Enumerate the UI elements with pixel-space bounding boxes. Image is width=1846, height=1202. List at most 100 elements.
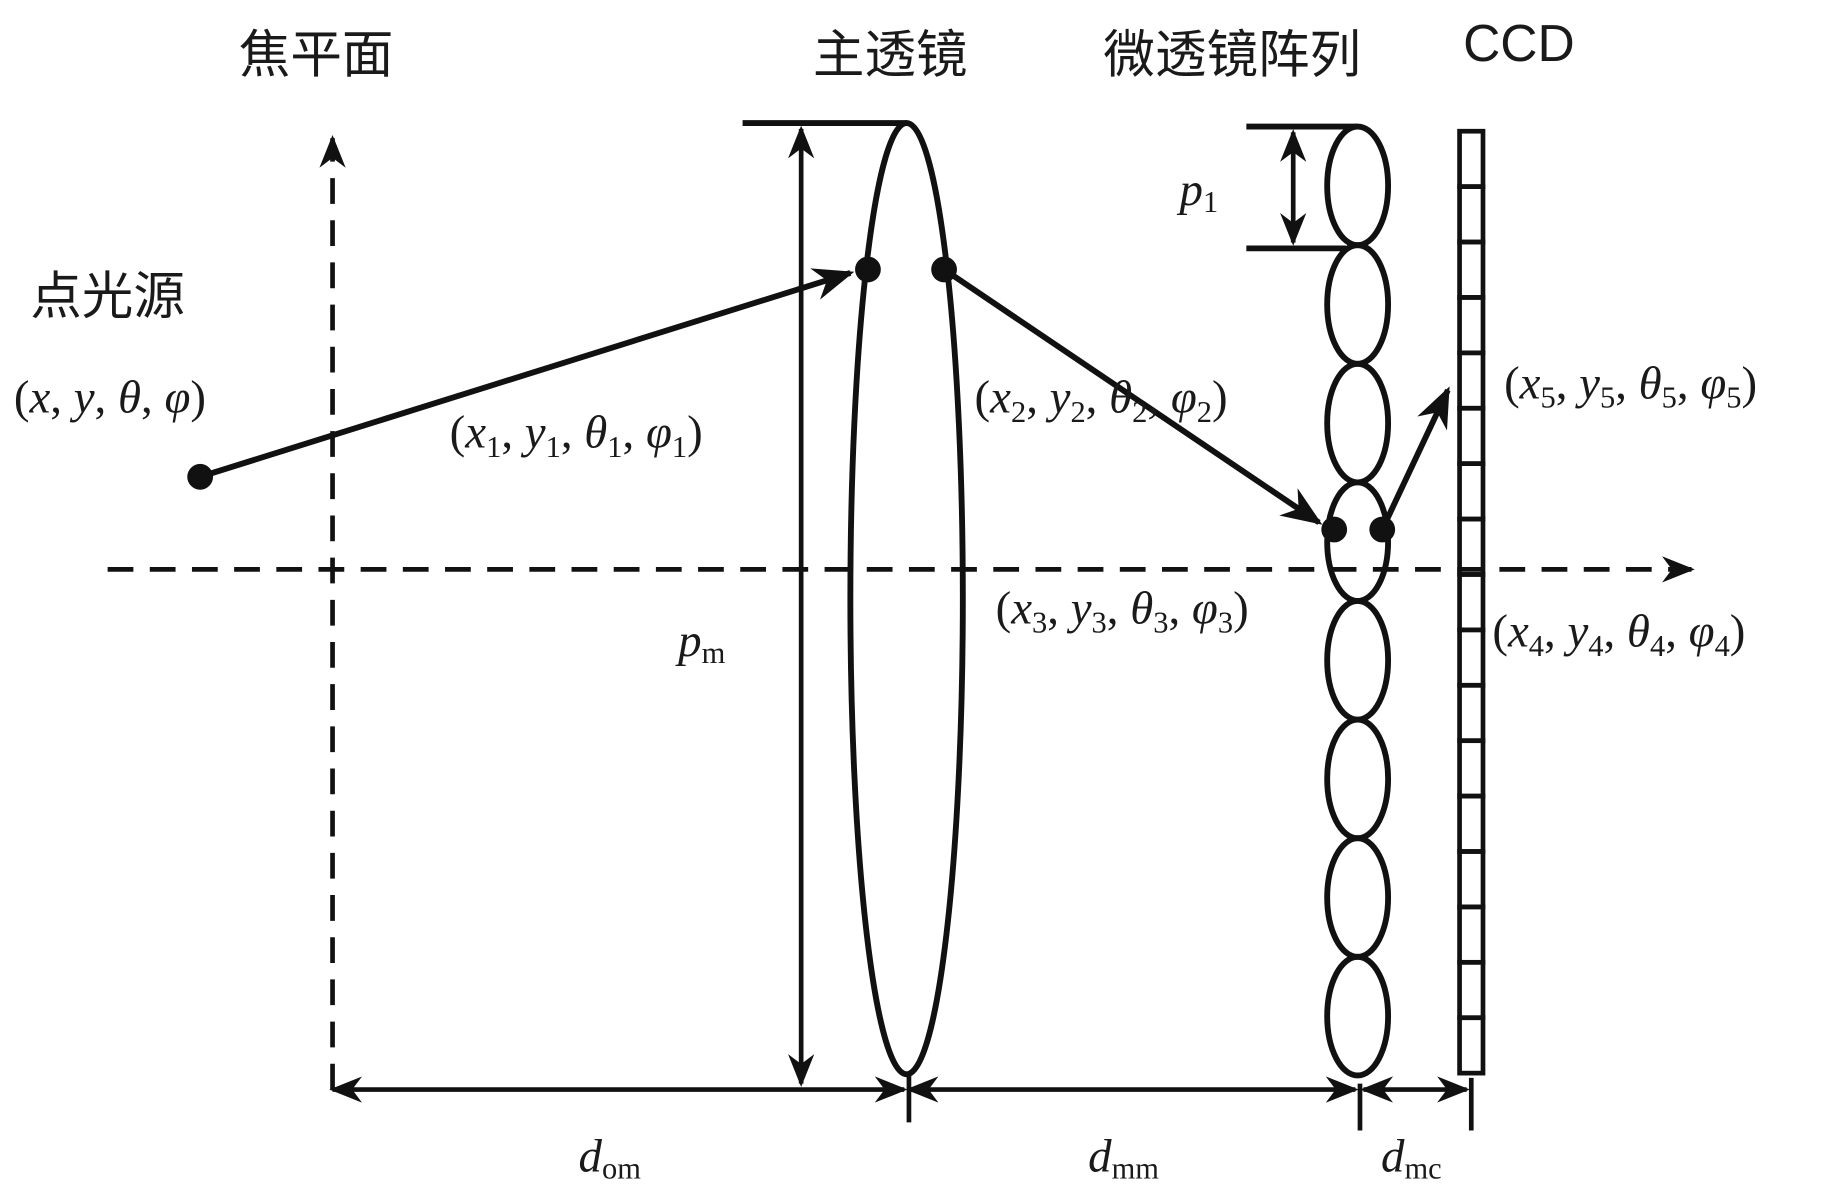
- coord-subscript: 1: [546, 430, 561, 464]
- coord-var: φ: [1700, 357, 1726, 409]
- microlens: [1324, 360, 1392, 486]
- coord-var: y: [521, 407, 546, 459]
- ray-source-to-lens: [199, 268, 855, 480]
- coord-var: y: [1563, 606, 1588, 658]
- coord-sep: ,: [1147, 371, 1170, 423]
- p1-sub: 1: [1203, 185, 1218, 219]
- paren-open: (: [996, 582, 1012, 634]
- dom-sub: om: [602, 1152, 641, 1186]
- microlens: [1324, 835, 1392, 960]
- point-source-dot: [187, 463, 214, 490]
- coord-var: θ: [1109, 371, 1132, 423]
- coord-sep: ,: [1026, 371, 1049, 423]
- dom-label: dom: [579, 1131, 642, 1186]
- coord-sep: ,: [561, 407, 584, 459]
- microlens: [1324, 953, 1392, 1079]
- coord-sep: ,: [1665, 606, 1688, 658]
- microlens-exit-dot: [1369, 516, 1396, 543]
- p1-base: p: [1177, 164, 1203, 216]
- coord-subscript: 1: [607, 430, 622, 464]
- coord-var: x: [28, 371, 50, 423]
- pm-base: p: [675, 615, 701, 667]
- coord-sep: ): [1212, 371, 1228, 423]
- microlens-array: [1324, 123, 1392, 1079]
- coord-var: x: [464, 407, 486, 459]
- coord-var: φ: [646, 407, 672, 459]
- coord-sep: ,: [141, 371, 164, 423]
- paren-open: (: [975, 371, 991, 423]
- microlens: [1324, 123, 1392, 249]
- coord-label-4: (x4, y4, θ4, φ4): [1492, 606, 1745, 663]
- coord-subscript: 5: [1600, 381, 1615, 415]
- coord-var: θ: [1627, 606, 1650, 658]
- coord-subscript: 4: [1529, 629, 1544, 663]
- microlens-entry-dot: [1321, 516, 1348, 543]
- coord-sep: ,: [1047, 582, 1070, 634]
- dmc-sub: mc: [1405, 1152, 1442, 1186]
- coord-var: φ: [1689, 606, 1715, 658]
- microlens: [1324, 242, 1392, 367]
- coord-var: x: [1507, 606, 1529, 658]
- coord-label-3: (x3, y3, θ3, φ3): [996, 582, 1249, 639]
- coord-sep: ,: [95, 371, 118, 423]
- coord-sep: ,: [1107, 582, 1130, 634]
- microlens: [1324, 716, 1392, 842]
- coord-label-5: (x5, y5, θ5, φ5): [1504, 357, 1757, 414]
- coord-var: y: [1575, 357, 1600, 409]
- coord-sep: ): [687, 407, 703, 459]
- ccd-pixel: [1457, 405, 1486, 466]
- coord-var: y: [70, 371, 95, 423]
- dmc-label: dmc: [1381, 1131, 1442, 1186]
- main-lens-title: 主透镜: [813, 26, 968, 86]
- ccd-pixel: [1457, 572, 1486, 633]
- ccd-pixel: [1457, 461, 1486, 522]
- coord-var: θ: [1130, 582, 1153, 634]
- ccd-pixel: [1457, 738, 1486, 799]
- coord-subscript: 5: [1726, 381, 1741, 415]
- ccd-pixel: [1457, 239, 1486, 300]
- coord-var: y: [1067, 582, 1092, 634]
- ray-microlens-to-ccd: [1379, 386, 1451, 531]
- coord-subscript: 5: [1541, 381, 1556, 415]
- coord-sep: ,: [501, 407, 524, 459]
- coord-subscript: 3: [1153, 606, 1168, 640]
- ccd-pixel: [1457, 793, 1486, 854]
- paren-open: (: [1492, 606, 1508, 658]
- lens-entry-dot: [855, 256, 881, 283]
- coord-var: φ: [1171, 371, 1197, 423]
- coord-sep: ,: [50, 371, 73, 423]
- microlens-array-title: 微透镜阵列: [1103, 26, 1361, 86]
- coord-sep: ,: [1604, 606, 1627, 658]
- coord-var: θ: [118, 371, 141, 423]
- coord-subscript: 3: [1092, 606, 1107, 640]
- paren-open: (: [1504, 357, 1520, 409]
- coord-var: x: [1519, 357, 1541, 409]
- coord-sep: ,: [1168, 582, 1191, 634]
- p1-label: p1: [1177, 164, 1219, 219]
- coord-var: θ: [1639, 357, 1662, 409]
- coord-sep: ,: [1677, 357, 1700, 409]
- ccd-pixel: [1457, 959, 1486, 1021]
- ccd-sensor: [1457, 128, 1486, 1076]
- coord-label-2: (x2, y2, θ2, φ2): [975, 371, 1228, 428]
- dmm-base: d: [1088, 1131, 1112, 1183]
- ccd-pixel: [1457, 516, 1486, 577]
- pm-label: pm: [675, 615, 725, 670]
- coord-sep: ,: [1615, 357, 1638, 409]
- coord-sep: ,: [1544, 606, 1567, 658]
- coord-sep: ,: [1556, 357, 1579, 409]
- coord-subscript: 2: [1132, 395, 1147, 429]
- coord-sep: ): [1233, 582, 1249, 634]
- ccd-pixel: [1457, 295, 1486, 356]
- coord-subscript: 4: [1715, 629, 1730, 663]
- coord-subscript: 3: [1218, 606, 1233, 640]
- ccd-pixel: [1457, 350, 1486, 411]
- coord-var: x: [989, 371, 1011, 423]
- coord-var: φ: [164, 371, 190, 423]
- ccd-pixel: [1457, 849, 1486, 910]
- coord-subscript: 4: [1650, 629, 1665, 663]
- coord-sep: ,: [623, 407, 646, 459]
- ccd-pixel: [1457, 682, 1486, 744]
- point-source-label: 点光源: [30, 267, 185, 327]
